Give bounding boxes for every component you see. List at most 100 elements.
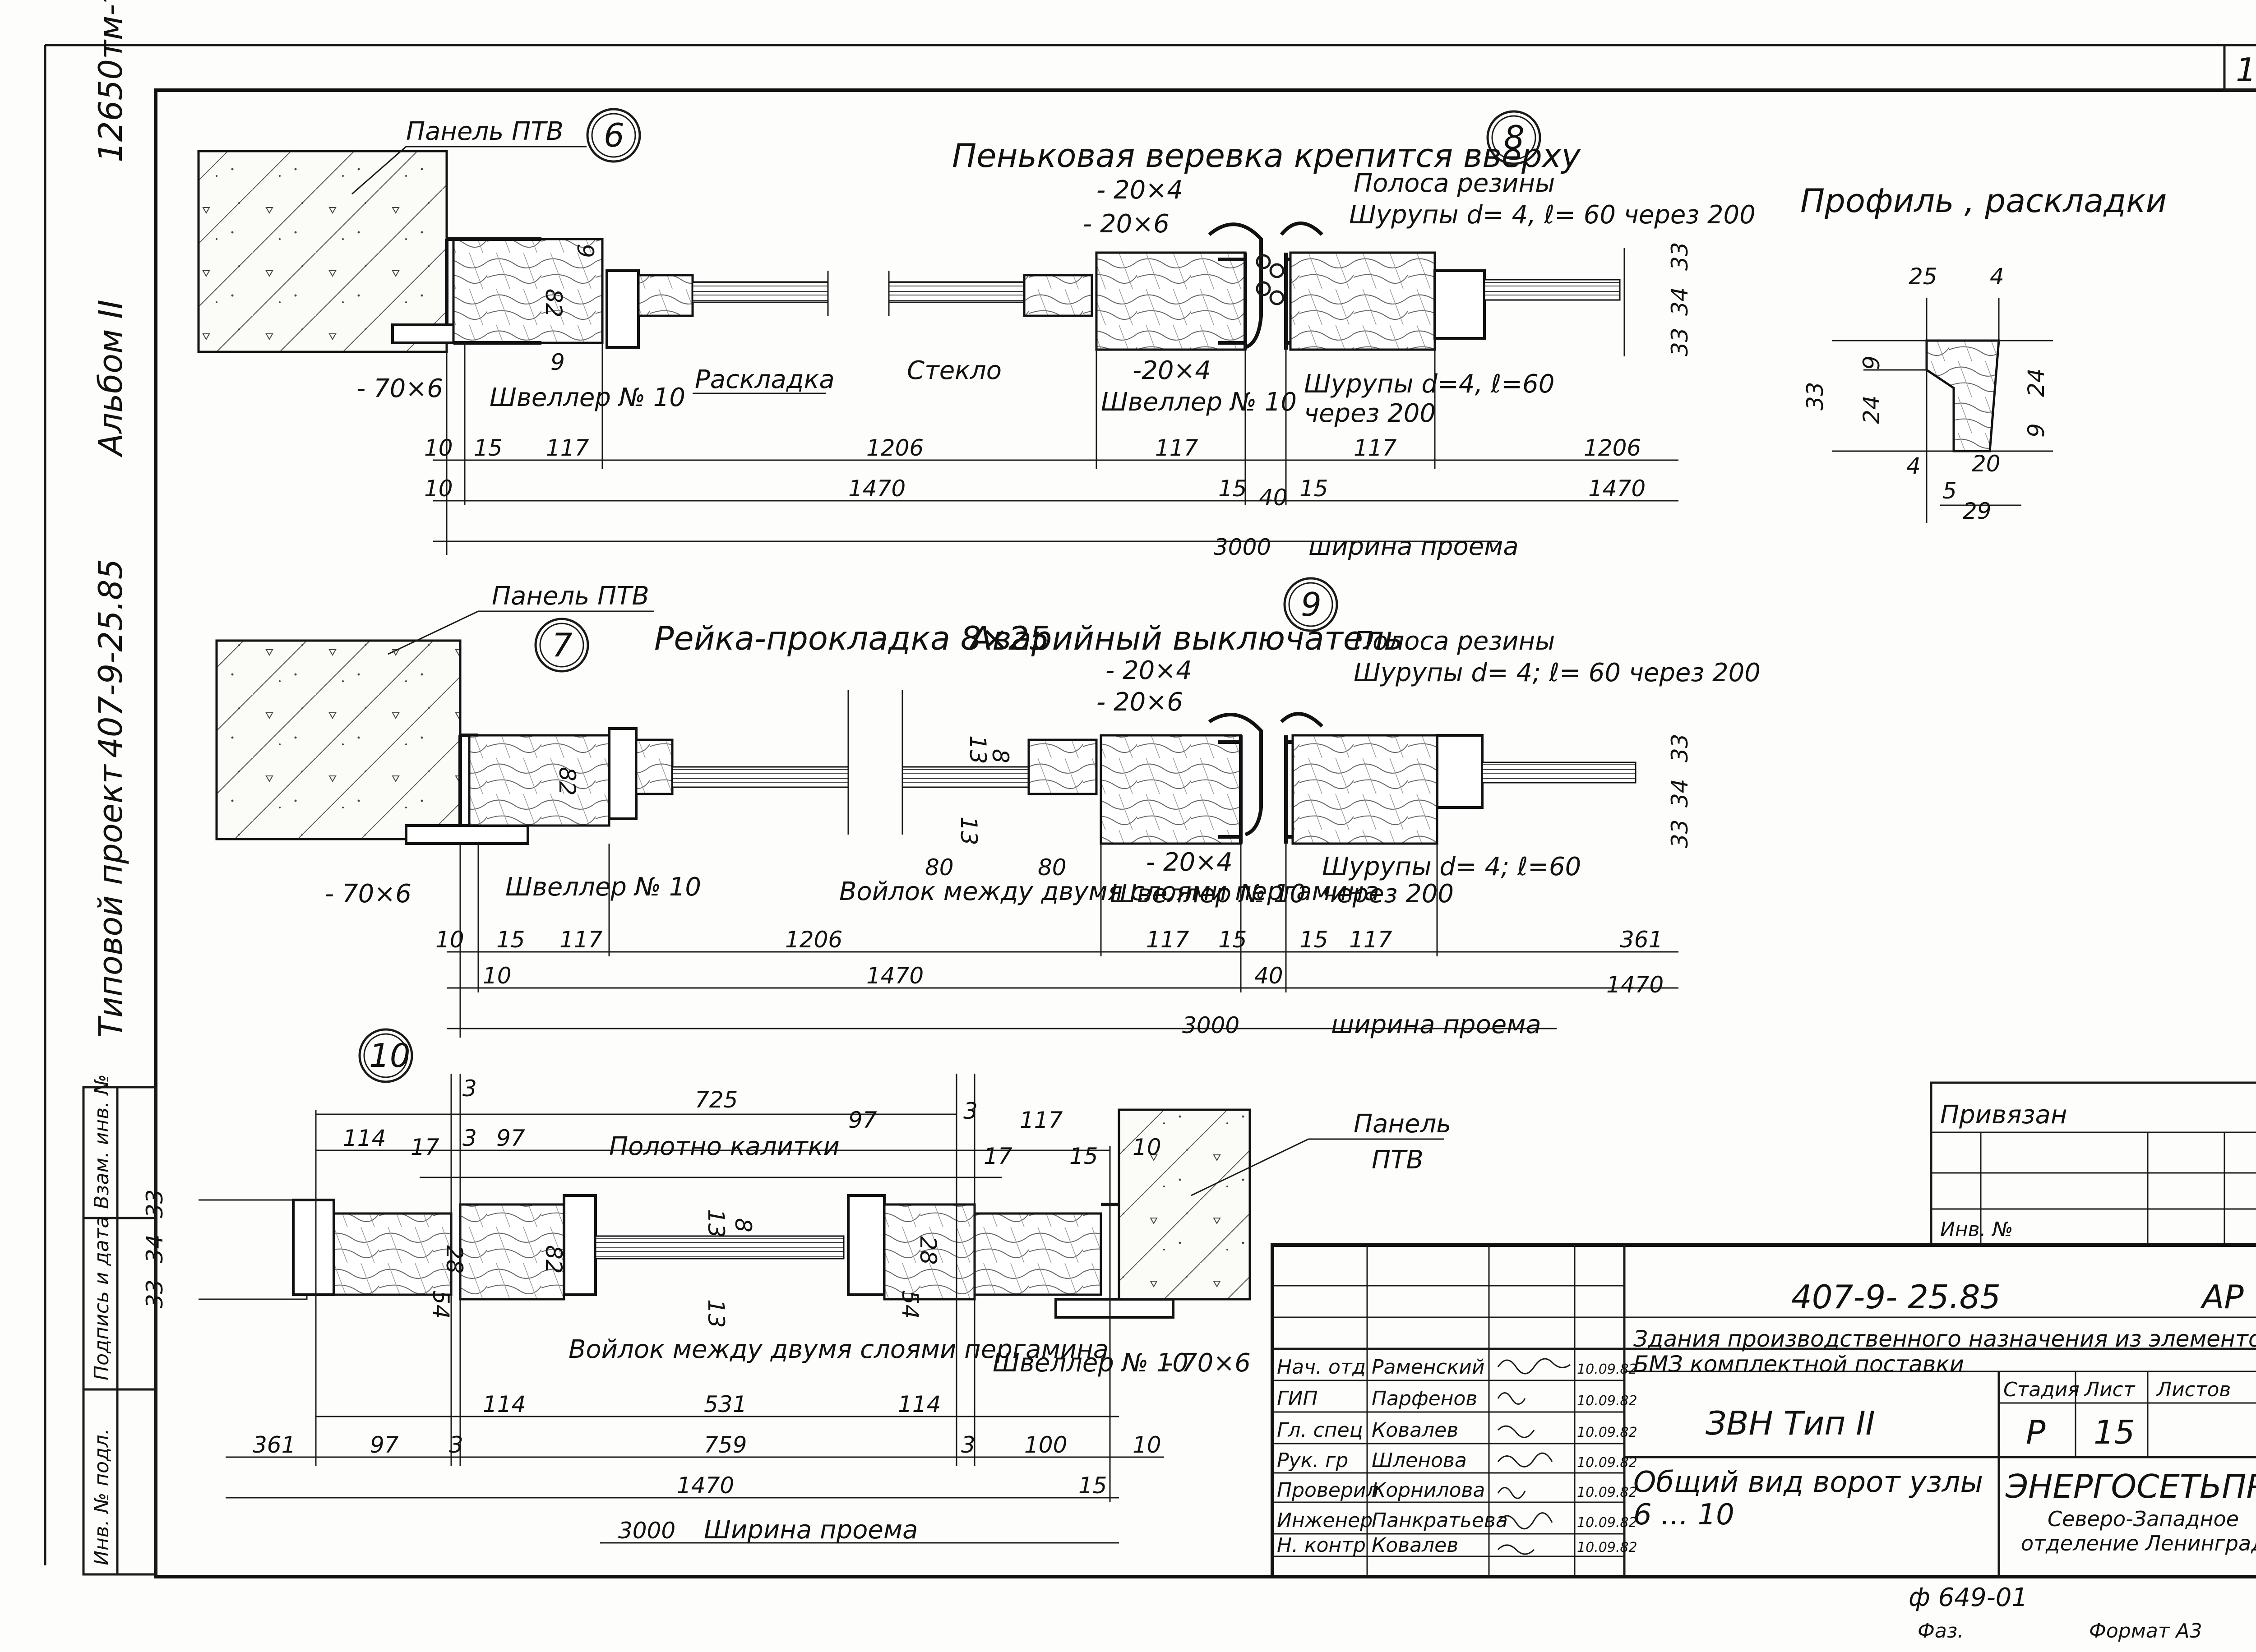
node-10-dim-3c: 3 [963, 1098, 978, 1124]
node-10-dim-15: 15 [1069, 1143, 1098, 1169]
node-9-screws: Шурупы d= 4; ℓ= 60 через 200 [1354, 658, 1761, 688]
node-6-channel-strip: -20×4 [1133, 356, 1211, 385]
node-10-panel-ptv: ПТВ [1372, 1145, 1424, 1175]
node-8-height-mid: 34 [1667, 287, 1693, 316]
node-7-sub-e: 13 [956, 817, 982, 845]
profile-dim-2: 9 [1858, 355, 1885, 370]
node-7-opening-label: ширина проема [1331, 1010, 1541, 1039]
node-6-dim-f: 15 [1218, 475, 1247, 502]
node-10-section-28b: 28 [915, 1236, 941, 1265]
stage-header: Стадия [2003, 1378, 2080, 1401]
node-6-dim-j: 1206 [1584, 435, 1641, 461]
sheet-value: 15 [2094, 1413, 2135, 1451]
sheet-frame [44, 44, 2256, 1578]
staff-role-5: Инженер [1277, 1509, 1373, 1532]
node-10-drawing [199, 1108, 1251, 1319]
node-6-drawing [197, 150, 1247, 353]
album-label: Альбом II [92, 300, 129, 457]
node-7-dim-i: 361 [1620, 927, 1663, 953]
node-7-sub-d: 8 [987, 749, 1013, 763]
staff-date-3: 10.09.82 [1577, 1455, 1637, 1471]
node-10-dim-114a: 114 [343, 1125, 386, 1151]
node-9-height-bottom: 33 [1667, 819, 1693, 848]
node-10-section-54a: 54 [428, 1290, 454, 1319]
node-10-bdim-759: 759 [704, 1432, 747, 1458]
side-stamp-inv: Инв. № подл. [90, 1428, 113, 1565]
sheet-number: 18 [2236, 51, 2256, 89]
node-6-batten: Раскладка [695, 365, 835, 394]
node-6-opening: 3000 [1214, 534, 1271, 560]
node-10-section-13a: 13 [703, 1209, 729, 1238]
node-10-label: 10 [369, 1037, 411, 1075]
node-6-strip1: - 20×4 [1096, 175, 1183, 205]
node-7-dim-e: 117 [1146, 927, 1189, 953]
node-7-plate: - 70×6 [325, 879, 411, 909]
node-10-bdim-3a: 3 [449, 1432, 463, 1458]
node-8-height-top: 33 [1667, 242, 1693, 271]
node-8-rubber: Полоса резины [1354, 169, 1555, 198]
node-6-dimension-lines [433, 343, 1678, 555]
staff-name-0: Раменский [1372, 1356, 1485, 1379]
side-stamp-replace: Взам. инв. № [90, 1074, 113, 1209]
node-10-section-82: 82 [541, 1245, 567, 1274]
node-10-section-13b: 13 [703, 1299, 729, 1328]
profile-dim-7: 4 [1906, 453, 1921, 479]
node-7-dim-d: 1206 [785, 927, 842, 953]
org-name: ЭНЕРГОСЕТЬПРОЕКТ [2005, 1467, 2256, 1505]
staff-role-2: Гл. спец [1277, 1419, 1363, 1442]
node-6-strip2: - 20×6 [1083, 209, 1170, 239]
profile-dim-4: 33 [1802, 382, 1828, 411]
inventory-label: Инв. № [1940, 1218, 2013, 1241]
node-10-dimension-lines [226, 1074, 1164, 1544]
node-7-dim-j: 10 [483, 963, 512, 989]
node-6-opening-label: ширина проема [1308, 532, 1519, 561]
staff-date-4: 10.09.82 [1577, 1485, 1637, 1500]
node-8-screws-bottom: Шурупы d=4, ℓ=60 [1304, 369, 1554, 399]
node-7-dimension-lines [447, 844, 1678, 1038]
node-10-section-8: 8 [730, 1218, 756, 1232]
profile-dim-0: 25 [1909, 263, 1937, 290]
node-10-bdim-531: 531 [704, 1391, 747, 1417]
node-8-screws-step: через 200 [1304, 399, 1436, 428]
node-7-drawing [215, 639, 1243, 845]
node-6-rope-label: Пеньковая веревка крепится вверху [952, 137, 1581, 175]
object-name: ЗВН Тип II [1706, 1404, 1875, 1442]
typical-project-label: Типовой проект [92, 764, 129, 1038]
staff-role-6: Н. контр [1277, 1534, 1366, 1557]
format-note: Формат А3 [2089, 1620, 2202, 1643]
node-9-rubber: Полоса резины [1354, 627, 1555, 656]
staff-name-4: Корнилова [1372, 1479, 1485, 1502]
node-7-sub-a: 80 [925, 854, 954, 881]
node-7-dim-a: 10 [435, 927, 464, 953]
node-10-dim-3b: 3 [462, 1125, 477, 1151]
node-8-label: 8 [1504, 119, 1525, 157]
node-7-dim-k: 1470 [866, 963, 924, 989]
node-6-panel-label: Панель ПТВ [406, 117, 564, 146]
node-10-bdim-97: 97 [370, 1432, 399, 1458]
node-6-channel-right: Швеллер № 10 [1101, 388, 1297, 417]
node-6-dim-k: 10 [424, 475, 453, 502]
node-7-sub-b: 80 [1038, 854, 1067, 881]
node-10-opening-label: Ширина проема [704, 1515, 918, 1545]
document-code: 407-9- 25.85 [1791, 1278, 2001, 1316]
sheets-header: Листов [2156, 1378, 2231, 1401]
node-6-channel: Швеллер № 10 [490, 383, 685, 412]
binding-label: Привязан [1940, 1100, 2067, 1130]
node-6-dim-g: 40 [1259, 485, 1288, 511]
node-6-label: 6 [604, 116, 624, 154]
profile-dim-1: 4 [1990, 263, 2004, 290]
staff-name-6: Ковалев [1372, 1534, 1458, 1557]
staff-name-3: Шленова [1372, 1449, 1467, 1472]
node-10-bdim-10: 10 [1133, 1432, 1161, 1458]
node-10-bdim-1470: 1470 [677, 1472, 734, 1499]
node-7-dim-b: 15 [496, 927, 525, 953]
node-10-dim-725: 725 [695, 1087, 738, 1113]
node-7-strip2: - 20×6 [1096, 688, 1183, 717]
staff-name-2: Ковалев [1372, 1419, 1458, 1442]
node-6-dim-d: 1206 [866, 435, 924, 461]
node-7-switch: Аварийный выключатель [968, 619, 1403, 657]
node-7-felt: Войлок между двумя слоями пергамина [839, 877, 1379, 906]
staff-date-5: 10.09.82 [1577, 1515, 1637, 1531]
project-code: 12650тм-т2-19 [92, 0, 129, 162]
